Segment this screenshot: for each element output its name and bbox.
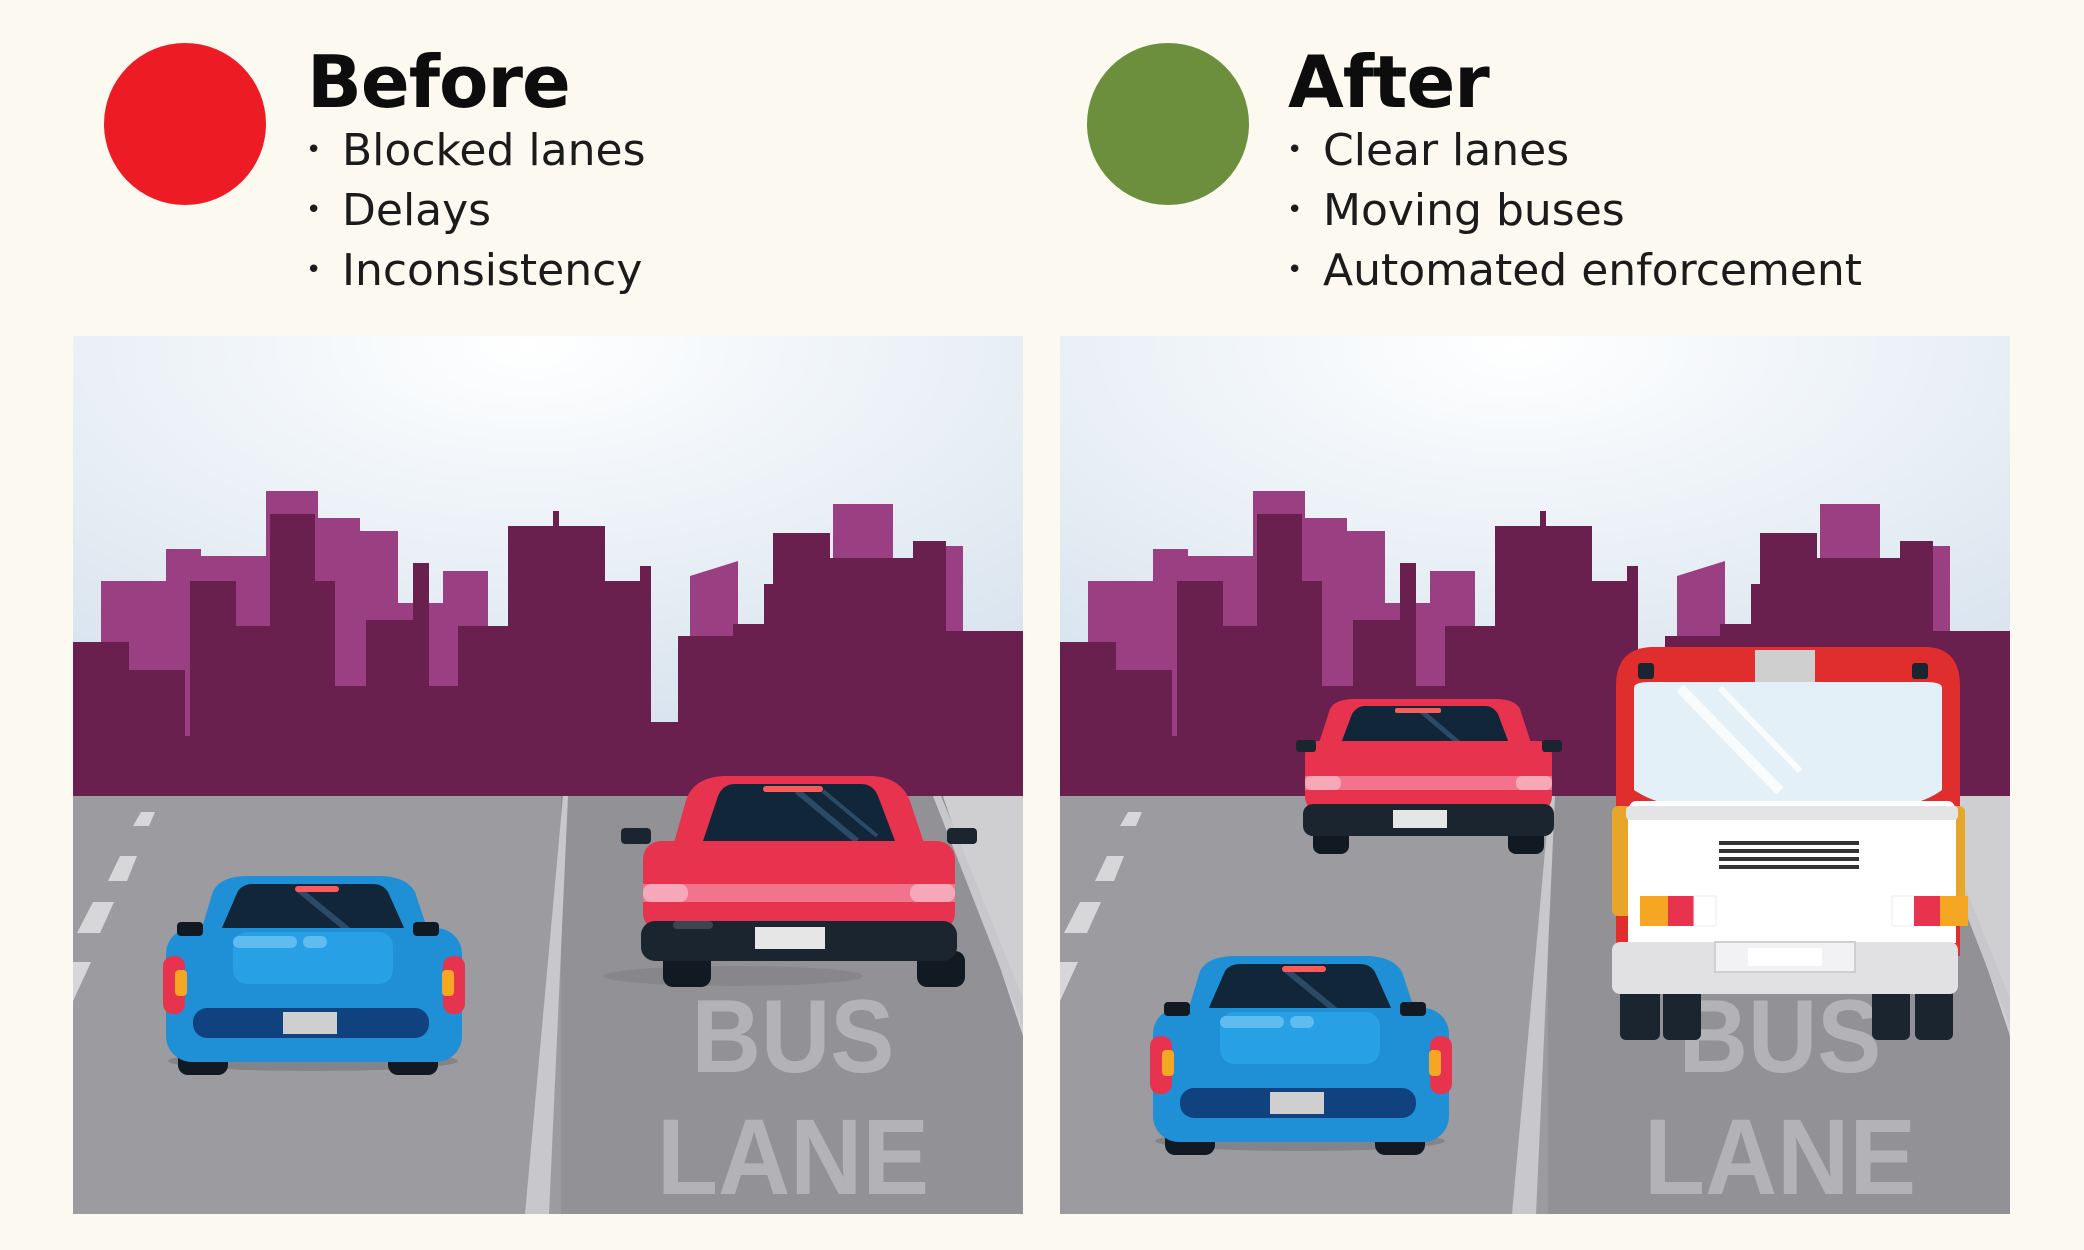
lane-line [1512, 796, 1555, 1214]
after-scene: BUS LANE [1060, 336, 2010, 1214]
bus-lane-text-line2: LANE [1644, 1097, 1916, 1214]
before-title: Before [307, 40, 571, 124]
lane-dashes [1060, 812, 1142, 1001]
before-indicator-dot [104, 43, 266, 205]
bus-lane-text-line1: BUS [692, 980, 895, 1095]
after-bullet-list: Clear lanes Moving buses Automated enfor… [1287, 122, 1862, 302]
before-scene-illustration: BUS LANE [73, 336, 1023, 1214]
blue-car [1150, 956, 1452, 1155]
red-car [603, 776, 977, 987]
list-item: Inconsistency [306, 242, 646, 302]
after-scene-illustration: BUS LANE [1060, 336, 2010, 1214]
before-header: Before Blocked lanes Delays Inconsistenc… [0, 0, 1042, 330]
list-item: Clear lanes [1287, 122, 1862, 182]
bus-lane-text-line1: BUS [1679, 980, 1882, 1095]
bus [1612, 647, 1968, 1040]
lane-dashes [73, 812, 155, 1001]
blue-car [163, 876, 465, 1075]
before-scene: BUS LANE [73, 336, 1023, 1214]
list-item: Delays [306, 182, 646, 242]
after-indicator-dot [1087, 43, 1249, 205]
list-item: Blocked lanes [306, 122, 646, 182]
edge-line [933, 796, 1023, 1026]
list-item: Automated enforcement [1287, 242, 1862, 302]
list-item: Moving buses [1287, 182, 1862, 242]
red-car [1296, 699, 1562, 854]
bus-lane-text-line2: LANE [657, 1097, 929, 1214]
skyline-front [73, 511, 1023, 801]
after-title: After [1288, 40, 1490, 124]
after-header: After Clear lanes Moving buses Automated… [1042, 0, 2084, 330]
before-bullet-list: Blocked lanes Delays Inconsistency [306, 122, 646, 302]
lane-line [525, 796, 568, 1214]
